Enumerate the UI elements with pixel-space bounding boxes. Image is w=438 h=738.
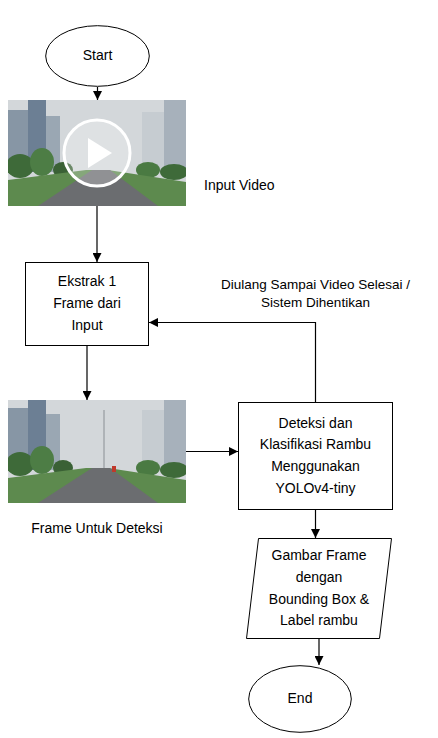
shape-outline [247,539,392,639]
output-parallelogram: Gambar Frame dengan Bounding Box & Label… [246,538,392,639]
image-caption: Frame Untuk Deteksi [8,519,186,537]
start-terminal: Start [45,25,150,87]
node-label: Deteksi dan Klasifikasi Rambu Menggunaka… [247,413,384,500]
video-thumbnail [8,100,186,206]
end-terminal: End [248,665,352,733]
shape-outline [249,666,352,733]
node-label: Start [83,45,113,67]
play-button [64,120,130,186]
flow-arrow [86,346,87,400]
flow-arrow [97,87,98,100]
flow-arrow [315,510,316,538]
flow-arrow [186,451,238,452]
grass [8,468,186,503]
image-caption: Input Video [204,176,275,194]
sky [8,400,186,503]
flow-arrow [96,206,97,262]
frame-image [8,400,186,503]
road [38,468,158,503]
frame-image: Frame Untuk Deteksi [8,400,186,503]
node-label: Ekstrak 1 Frame dari Input [36,271,138,336]
process-box: Deteksi dan Klasifikasi Rambu Menggunaka… [238,402,393,510]
node-label: End [288,688,313,710]
sky [8,100,186,206]
shape-outline [46,26,150,87]
loop-label: Diulang Sampai Video Selesai / Sistem Di… [208,276,423,311]
pole [104,410,105,468]
input-video: Input Video [8,100,186,206]
flow-arrow [318,639,319,665]
traffic-sign [112,466,116,472]
node-label: Gambar Frame dengan Bounding Box & Label… [266,545,372,632]
process-box: Ekstrak 1 Frame dari Input [25,262,149,346]
flow-arrow [149,322,316,402]
